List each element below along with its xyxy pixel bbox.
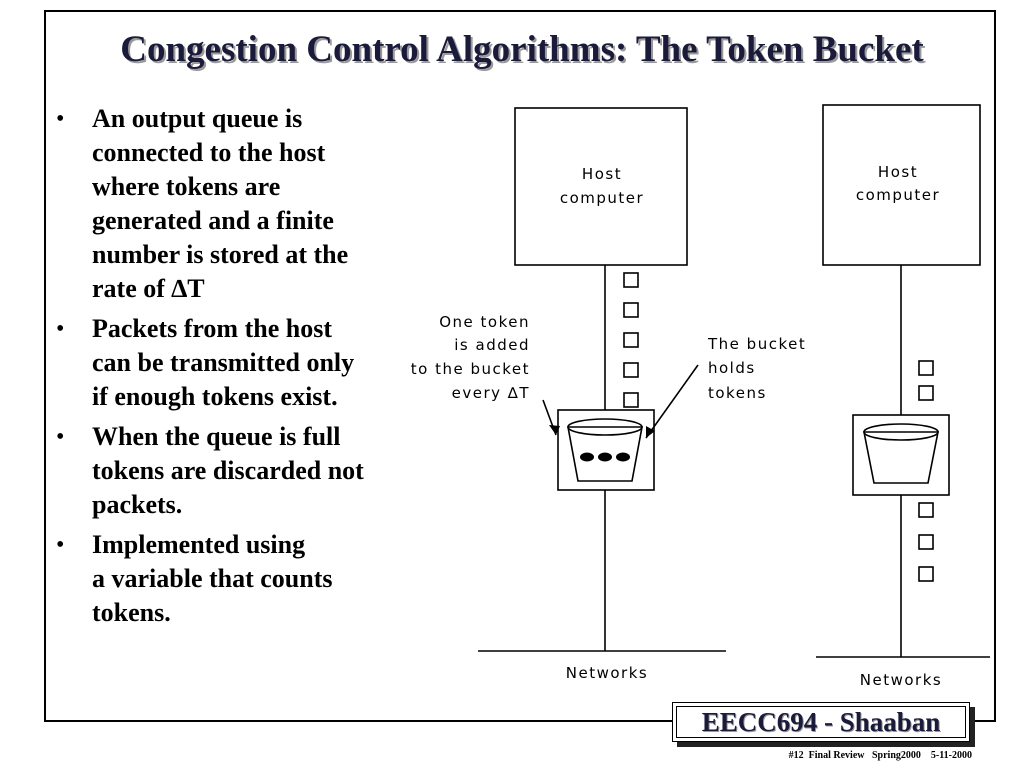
bucket-token <box>580 452 594 462</box>
token-square <box>623 392 639 408</box>
token-square <box>918 566 934 582</box>
footer-meta: #12 Final Review Spring2000 5-11-2000 <box>788 750 972 761</box>
bullet-line: can be transmitted only <box>92 348 355 377</box>
left-annotation-line2: is added <box>454 336 530 354</box>
left-host-label-line2: computer <box>560 189 644 207</box>
right-host-box <box>822 104 981 266</box>
bullet-item: • Packets from the host can be transmitt… <box>52 312 442 414</box>
right-token-queue-bottom <box>918 502 934 582</box>
right-annotation-line1: The bucket <box>707 335 806 353</box>
bullet-line: connected to the host <box>92 138 326 167</box>
footer-brand: EECC694 - Shaaban <box>701 707 941 737</box>
bullet-marker: • <box>56 316 65 342</box>
left-annotation-line1: One token <box>439 313 530 331</box>
footer-brand-inner-border <box>676 706 966 738</box>
arrowhead-right <box>646 426 655 438</box>
bullet-list: • An output queue is connected to the ho… <box>52 102 442 636</box>
footer-brand-box: EECC694 - Shaaban <box>672 702 970 742</box>
token-square <box>918 360 934 376</box>
bullet-item: • Implemented using a variable that coun… <box>52 528 442 630</box>
right-host-label-line1: Host <box>878 163 918 181</box>
left-bucket-frame <box>557 409 655 491</box>
bullet-line: When the queue is full <box>92 422 341 451</box>
token-square <box>918 534 934 550</box>
bullet-marker: • <box>56 106 65 132</box>
right-annotation-line3: tokens <box>708 384 767 402</box>
left-token-queue <box>623 272 639 408</box>
left-network-label: Networks <box>566 664 648 682</box>
token-bucket-diagram: Host computer One token is added to the … <box>411 104 990 689</box>
right-host-label-line2: computer <box>856 186 940 204</box>
bullet-line: Packets from the host <box>92 314 332 343</box>
arrowhead-left <box>549 425 560 435</box>
bullet-line: packets. <box>92 490 183 519</box>
slide-title: Congestion Control Algorithms: The Token… <box>120 29 924 70</box>
right-bucket-rim <box>863 423 939 441</box>
left-host-label-line1: Host <box>582 165 622 183</box>
left-bucket-icon <box>567 426 643 482</box>
left-annotation-line3: to the bucket <box>411 360 530 378</box>
right-token-queue-top <box>918 360 934 401</box>
bullet-line: Implemented using <box>92 530 306 559</box>
bucket-token <box>616 452 630 462</box>
bullet-line: if enough tokens exist. <box>92 382 338 411</box>
bullet-marker: • <box>56 532 65 558</box>
right-network-label: Networks <box>860 671 942 689</box>
bullet-item: • When the queue is full tokens are disc… <box>52 420 442 522</box>
right-annotation-arrow <box>645 364 699 439</box>
token-square <box>623 362 639 378</box>
token-square <box>918 502 934 518</box>
left-annotation-line4: every ∆T <box>452 384 530 402</box>
slide-frame <box>44 10 996 722</box>
right-bucket-icon <box>863 431 939 484</box>
bullet-line: generated and a finite <box>92 206 334 235</box>
bullet-item: • An output queue is connected to the ho… <box>52 102 442 306</box>
bullet-line: tokens. <box>92 598 171 627</box>
token-square <box>623 332 639 348</box>
token-square <box>918 385 934 401</box>
bullet-line: number is stored at the <box>92 240 349 269</box>
bullet-line: where tokens are <box>92 172 281 201</box>
bullet-line: An output queue is <box>92 104 303 133</box>
right-annotation-line2: holds <box>708 359 756 377</box>
left-bucket-rim <box>567 418 643 436</box>
bucket-token <box>598 452 612 462</box>
left-bucket-tokens <box>580 452 630 462</box>
token-square <box>623 272 639 288</box>
bullet-line: a variable that counts <box>92 564 333 593</box>
left-host-box <box>514 107 688 266</box>
token-square <box>623 302 639 318</box>
bullet-line: rate of ∆T <box>92 274 205 303</box>
bullet-line: tokens are discarded not <box>92 456 364 485</box>
bullet-marker: • <box>56 424 65 450</box>
